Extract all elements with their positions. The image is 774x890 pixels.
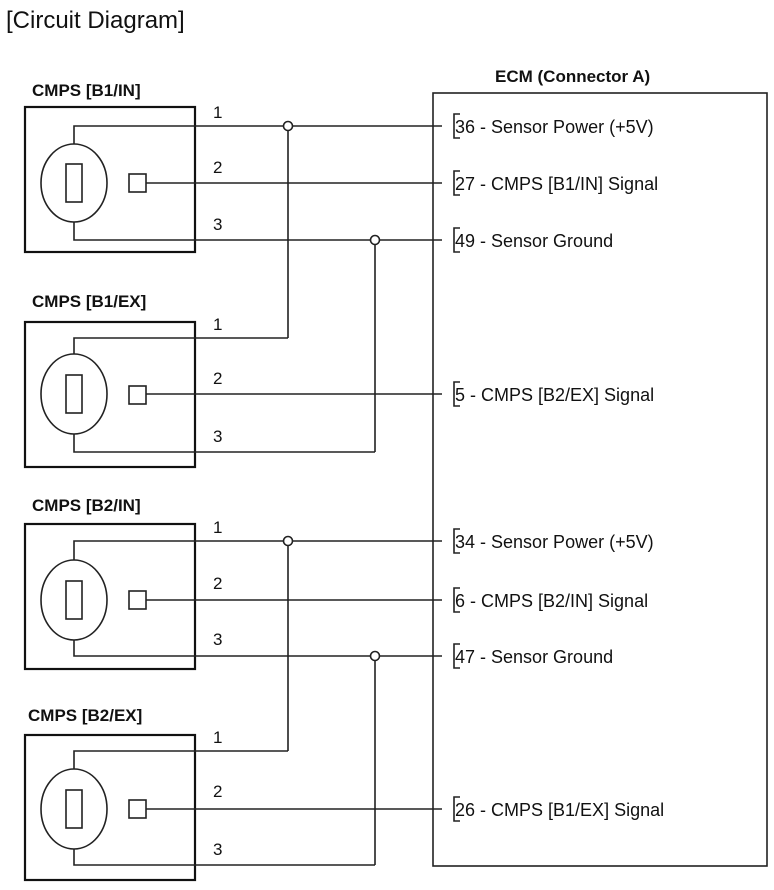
- pin-description: - Sensor Power (+5V): [475, 532, 654, 552]
- ecm-pin-36: 36 - Sensor Power (+5V): [455, 117, 654, 137]
- pin-3-label: 3: [213, 840, 222, 859]
- wire-pin3: [73, 640, 442, 657]
- pin-description: - CMPS [B2/IN] Signal: [465, 591, 648, 611]
- pin-description: - CMPS [B2/EX] Signal: [465, 385, 654, 405]
- sensor-label: CMPS [B1/IN]: [32, 81, 141, 100]
- pin-1-label: 1: [213, 315, 222, 334]
- pin-bracket-icon: [453, 643, 460, 669]
- sensor-core-icon: [65, 789, 83, 829]
- ecm-title: ECM (Connector A): [495, 67, 650, 86]
- pin-3-label: 3: [213, 215, 222, 234]
- sensor-b1-ex: CMPS [B1/EX] 1 2 3: [23, 292, 442, 469]
- sensor-label: CMPS [B2/IN]: [32, 496, 141, 515]
- pin-number: 34: [455, 532, 475, 552]
- pin-bracket-icon: [453, 381, 460, 407]
- wire-pin1: [73, 540, 442, 560]
- sensor-label: CMPS [B2/EX]: [28, 706, 142, 725]
- pin-bracket-icon: [453, 170, 460, 196]
- signal-terminal-icon: [128, 173, 147, 193]
- ecm-pin-47: 47 - Sensor Ground: [455, 647, 613, 667]
- pin-number: 49: [455, 231, 475, 251]
- sensor-core-icon: [65, 163, 83, 203]
- junction-dot-icon: [369, 650, 381, 662]
- pin-number: 6: [455, 591, 465, 611]
- junction-dot-icon: [369, 234, 381, 246]
- sensor-label: CMPS [B1/EX]: [32, 292, 146, 311]
- sensor-coil-icon: [40, 143, 108, 223]
- sensor-box: [23, 522, 197, 671]
- signal-terminal-icon: [128, 799, 147, 819]
- pin-number: 47: [455, 647, 475, 667]
- sensor-coil-icon: [40, 768, 108, 850]
- pin-number: 27: [455, 174, 475, 194]
- ecm-pin-26: 26 - CMPS [B1/EX] Signal: [455, 800, 664, 820]
- page-title: [Circuit Diagram]: [6, 7, 185, 34]
- pin-bracket-icon: [453, 227, 460, 253]
- pin-3-label: 3: [213, 630, 222, 649]
- ecm-pin-5: 5 - CMPS [B2/EX] Signal: [455, 385, 654, 405]
- pin-description: - CMPS [B1/EX] Signal: [475, 800, 664, 820]
- pin-bracket-icon: [453, 587, 460, 613]
- pin-description: - CMPS [B1/IN] Signal: [475, 174, 658, 194]
- ecm-pin-49: 49 - Sensor Ground: [455, 231, 613, 251]
- sensor-coil-icon: [40, 353, 108, 435]
- pin-2-label: 2: [213, 574, 222, 593]
- pin-bracket-icon: [453, 796, 460, 822]
- pin-bracket-icon: [453, 528, 460, 554]
- pin-description: - Sensor Ground: [475, 647, 613, 667]
- pin-3-label: 3: [213, 427, 222, 446]
- wire-pin1: [73, 125, 442, 144]
- signal-terminal-icon: [128, 590, 147, 610]
- pin-2-label: 2: [213, 158, 222, 177]
- sensor-core-icon: [65, 374, 83, 414]
- sensor-core-icon: [65, 580, 83, 620]
- wire-pin3: [73, 434, 375, 453]
- junction-dot-icon: [282, 535, 294, 547]
- pin-2-label: 2: [213, 369, 222, 388]
- ecm-pin-27: 27 - CMPS [B1/IN] Signal: [455, 174, 658, 194]
- sensor-coil-icon: [40, 559, 108, 641]
- ecm-pin-6: 6 - CMPS [B2/IN] Signal: [455, 591, 648, 611]
- ecm-pin-34: 34 - Sensor Power (+5V): [455, 532, 654, 552]
- pin-1-label: 1: [213, 103, 222, 122]
- pin-number: 36: [455, 117, 475, 137]
- pin-description: - Sensor Power (+5V): [475, 117, 654, 137]
- pin-2-label: 2: [213, 782, 222, 801]
- wire-pin3: [73, 849, 375, 866]
- signal-terminal-icon: [128, 385, 147, 405]
- wire-pin3: [73, 222, 442, 241]
- pin-1-label: 1: [213, 728, 222, 747]
- pin-number: 26: [455, 800, 475, 820]
- pin-1-label: 1: [213, 518, 222, 537]
- wire-pin1: [73, 337, 288, 354]
- pin-number: 5: [455, 385, 465, 405]
- junction-dot-icon: [282, 120, 294, 132]
- pin-description: - Sensor Ground: [475, 231, 613, 251]
- sensor-b1-in: CMPS [B1/IN] 1 2 3: [23, 81, 442, 254]
- sensor-b2-in: CMPS [B2/IN] 1 2 3: [23, 496, 442, 671]
- sensor-box: [23, 733, 197, 882]
- wire-pin1: [73, 750, 288, 769]
- sensor-b2-ex: CMPS [B2/EX] 1 2 3: [23, 706, 442, 882]
- sensor-box: [23, 105, 197, 254]
- ecm-box: [432, 92, 768, 867]
- pin-bracket-icon: [453, 113, 460, 139]
